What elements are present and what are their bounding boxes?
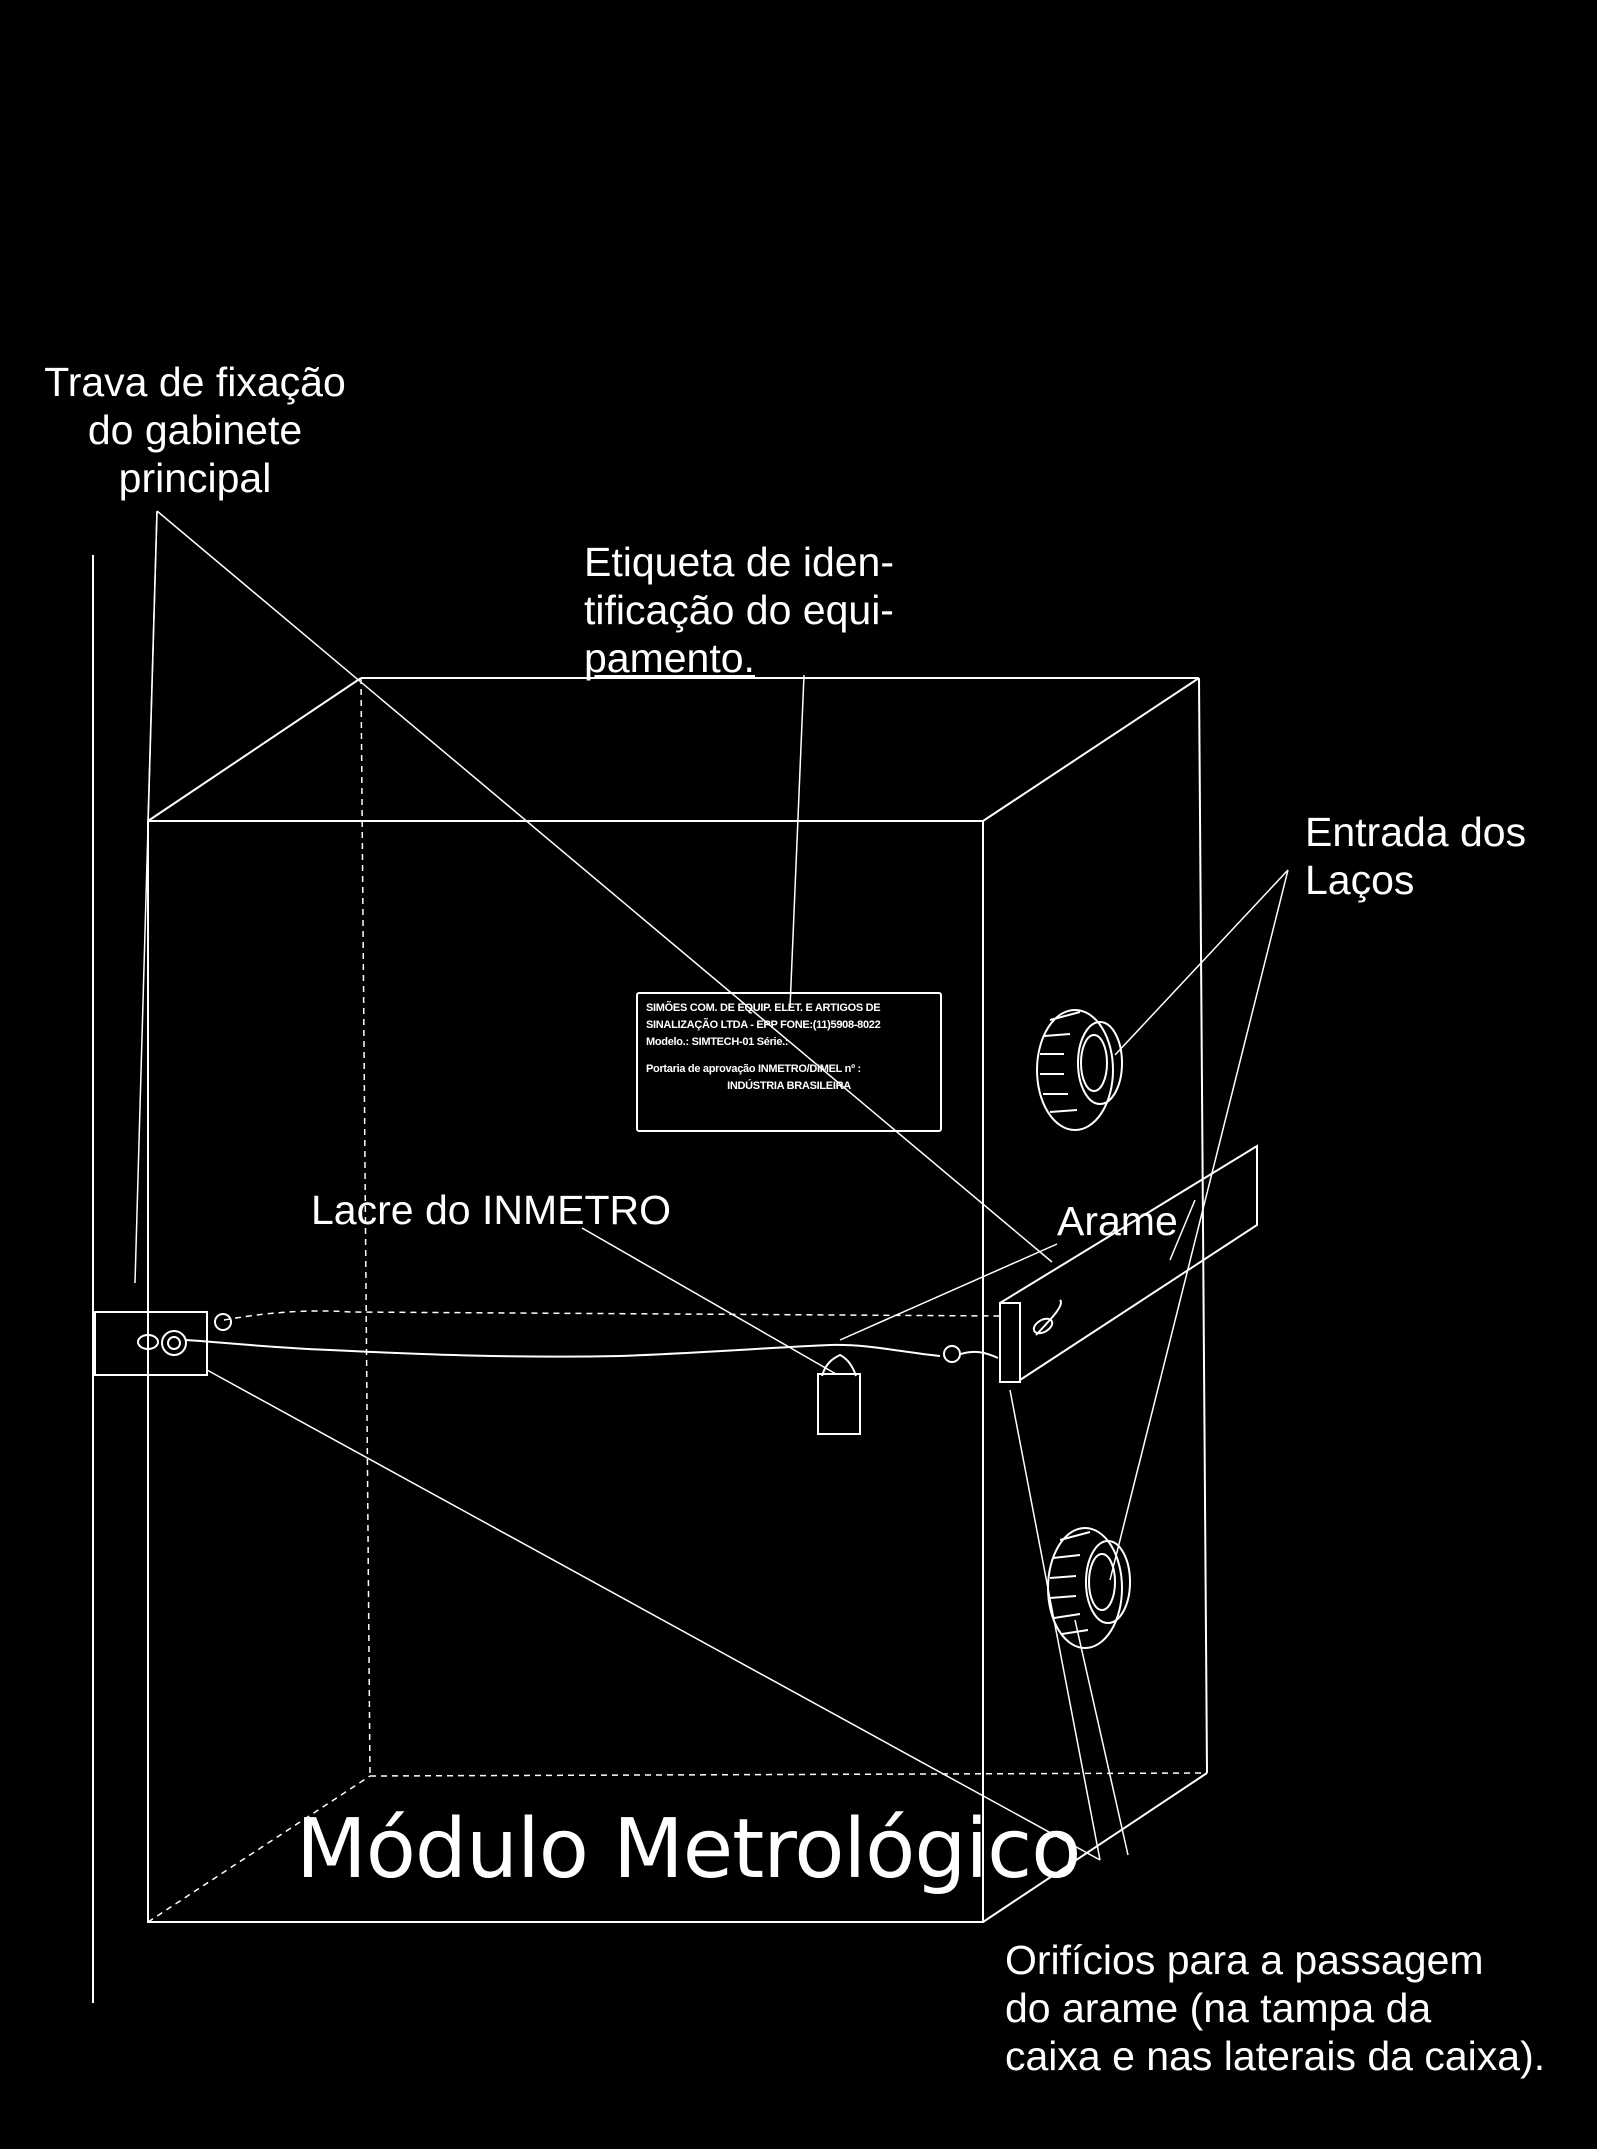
edge-top-right [982, 677, 1200, 822]
wire-hook [960, 1350, 999, 1359]
hidden-edge-vertical [360, 677, 371, 1777]
label-arame: Arame [1057, 1197, 1178, 1245]
leader-entrada-1 [1114, 869, 1289, 1056]
lock-bracket [94, 1311, 208, 1376]
label-etiqueta-line: tificação do equi- [584, 587, 894, 633]
diagram-title: Módulo Metrológico [296, 1802, 1081, 1897]
leader-orificios-1 [1009, 1389, 1101, 1861]
hidden-edge-bottom [369, 1772, 1208, 1777]
leader-arame-1 [839, 1243, 1058, 1341]
loop-connector-top [1036, 1009, 1123, 1131]
cabinet-back-right [1198, 677, 1208, 1774]
leader-orificios-3 [1074, 1619, 1129, 1856]
label-entrada-line: Entrada dos [1305, 809, 1527, 855]
wire-bar [999, 1144, 1258, 1381]
label-lacre-text: Lacre do INMETRO [311, 1187, 671, 1233]
wire-bar-end [999, 1302, 1021, 1383]
label-orificios-line: do arame (na tampa da [1005, 1985, 1432, 2031]
identification-plate: SIMÕES COM. DE EQUIP. ELET. E ARTIGOS DE… [636, 992, 942, 1132]
wire-bar-hook [1035, 1299, 1062, 1336]
leader-trava-3 [156, 510, 1053, 1263]
wire-loop-left [214, 1313, 232, 1331]
label-entrada: Entrada dos Laços [1305, 808, 1585, 904]
label-trava-line: Trava de fixação [44, 359, 346, 405]
inmetro-seal [817, 1373, 861, 1435]
label-lacre: Lacre do INMETRO [311, 1186, 671, 1234]
plate-line: SIMÕES COM. DE EQUIP. ELET. E ARTIGOS DE [646, 1002, 881, 1014]
leader-trava-2 [147, 510, 158, 822]
leader-entrada-2 [1109, 869, 1289, 1581]
label-entrada-line: Laços [1305, 857, 1415, 903]
label-etiqueta-line: pamento. [584, 635, 755, 681]
label-orificios-line: caixa e nas laterais da caixa). [1005, 2033, 1546, 2079]
lock-bolt-inner [167, 1336, 181, 1350]
wire-bar-hole [1032, 1317, 1054, 1335]
lock-bolt [161, 1330, 187, 1356]
label-trava-line: principal [118, 455, 272, 501]
leader-arame-2 [1169, 1199, 1196, 1261]
lock-hole [137, 1334, 159, 1350]
cabinet-front [147, 820, 984, 1923]
plate-line: SINALIZAÇÃO LTDA - EPP FONE:(11)5908-802… [646, 1019, 881, 1031]
label-trava: Trava de fixação do gabinete principal [30, 358, 360, 502]
seal-wire [821, 1353, 857, 1377]
label-etiqueta: Etiqueta de iden- tificação do equi- pam… [584, 538, 984, 682]
label-arame-text: Arame [1057, 1198, 1178, 1244]
wire [185, 1339, 941, 1358]
edge-top-left [147, 677, 362, 822]
leader-lacre [581, 1227, 837, 1375]
edge-bottom-right [982, 1772, 1208, 1923]
label-orificios-line: Orifícios para a passagem [1005, 1937, 1484, 1983]
wire-dashed [223, 1310, 1001, 1321]
label-orificios: Orifícios para a passagem do arame (na t… [1005, 1936, 1595, 2080]
plate-line: INDÚSTRIA BRASILEIRA [727, 1080, 851, 1092]
hidden-edge-diagonal [147, 1775, 371, 1923]
leader-etiqueta [789, 674, 805, 1009]
label-etiqueta-line: Etiqueta de iden- [584, 539, 895, 585]
loop-connector-bottom [1047, 1527, 1131, 1649]
wire-loop-right [943, 1345, 961, 1363]
plate-line: Modelo.: SIMTECH-01 Série.: [646, 1036, 789, 1048]
plate-line: Portaria de aprovação INMETRO/DIMEL nº : [646, 1063, 861, 1075]
label-trava-line: do gabinete [87, 407, 303, 453]
leader-orificios-2 [206, 1369, 1101, 1861]
